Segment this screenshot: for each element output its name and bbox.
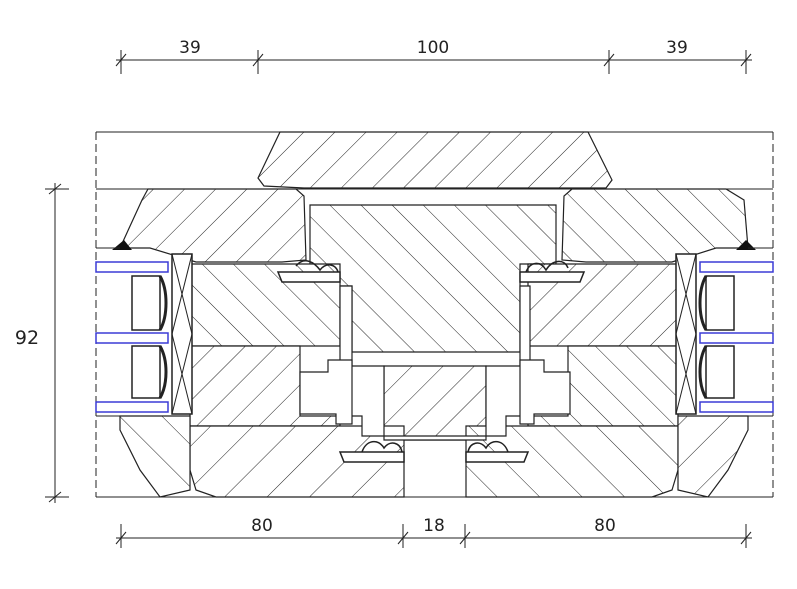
dim-bottom-left: 80 — [251, 516, 273, 536]
dim-top-middle: 100 — [417, 38, 449, 58]
right-frame-edge — [677, 415, 749, 498]
dim-top-left: 39 — [179, 38, 201, 58]
left-triple-glazing — [95, 240, 169, 413]
gasket-bottom-left — [338, 440, 405, 463]
right-glazing-bead — [675, 253, 697, 415]
right-sash-upper — [561, 188, 749, 263]
gasket-bottom-right — [465, 440, 530, 463]
glass-edge-lines — [96, 247, 773, 417]
left-frame-edge — [119, 415, 191, 498]
bottom-dimension-chain: 80 18 80 — [115, 516, 752, 548]
gasket-top-right — [519, 260, 586, 283]
left-reinforcement — [299, 359, 353, 425]
gasket-top-left — [276, 260, 341, 283]
left-glazing-bead — [171, 253, 193, 415]
right-reinforcement — [519, 359, 571, 425]
right-triple-glazing — [698, 240, 774, 413]
left-sash-upper — [119, 188, 307, 263]
left-dimension: 92 — [15, 183, 69, 503]
central-top-profile — [257, 131, 613, 189]
top-dimension-chain: 39 100 39 — [115, 38, 752, 74]
dim-top-right: 39 — [666, 38, 688, 58]
central-mullion-profile — [339, 285, 531, 441]
dim-bottom-right: 80 — [594, 516, 616, 536]
dim-bottom-middle: 18 — [423, 516, 445, 536]
dim-left-height: 92 — [15, 327, 39, 349]
